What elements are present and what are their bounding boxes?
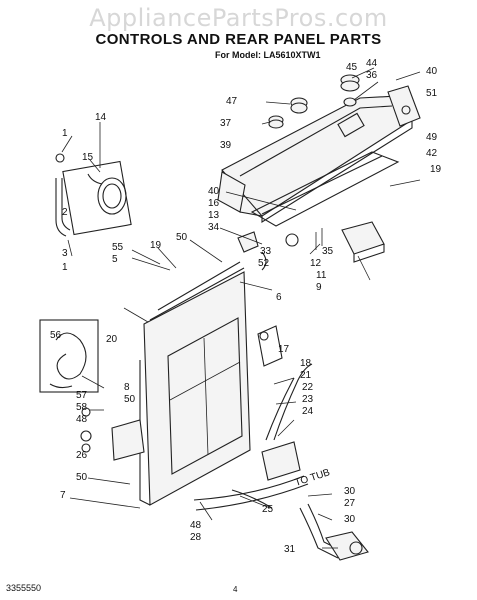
callout-number: 34 [208, 222, 220, 233]
callout-number: 51 [426, 88, 438, 99]
callout-number: 58 [76, 402, 88, 413]
callout-number: 56 [50, 330, 62, 341]
callout-number: 33 [260, 246, 272, 257]
callout-number: 19 [430, 164, 442, 175]
callout-number: 3 [62, 248, 68, 259]
callout-number: 39 [220, 140, 232, 151]
selector-switch [387, 85, 421, 127]
callout-number: 24 [302, 406, 314, 417]
callout-number: 40 [208, 186, 220, 197]
timer [341, 221, 385, 263]
water-inlet-hose [55, 153, 71, 237]
callout-number: 27 [344, 498, 356, 509]
callout-number: 30 [344, 514, 356, 525]
callout-number: 23 [302, 394, 314, 405]
callout-number: 57 [76, 390, 88, 401]
callout-number: 48 [190, 520, 202, 531]
callout-number: 9 [316, 282, 322, 293]
callout-number: 26 [76, 450, 88, 461]
callout-number: 55 [112, 242, 124, 253]
callout-number: 11 [316, 270, 327, 281]
callout-number: 28 [190, 532, 202, 543]
callout-number: 2 [62, 207, 68, 218]
model-subtitle: For Model: LA5610XTW1 [215, 50, 321, 60]
callout-number: 35 [322, 246, 334, 257]
callout-number: 47 [226, 96, 238, 107]
callout-number: 17 [278, 344, 290, 355]
callout-number: 50 [124, 394, 136, 405]
callout-number: 37 [220, 118, 232, 129]
callout-number: 12 [310, 258, 322, 269]
callout-number: 49 [426, 132, 438, 143]
control-knobs [268, 74, 360, 129]
diagram-code: 3355550 [6, 583, 42, 593]
power-cord [62, 160, 132, 236]
pump-assembly [257, 325, 313, 481]
callout-number: 36 [366, 70, 378, 81]
control-console [221, 95, 413, 223]
drain-hose-box [39, 319, 99, 393]
page-number: 4 [233, 585, 238, 594]
callout-number: 25 [262, 504, 274, 515]
callout-number: 31 [284, 544, 296, 555]
callout-number: 16 [208, 198, 220, 209]
callout-number: 48 [76, 414, 88, 425]
rear-panel [139, 261, 251, 506]
console-end-cap [217, 171, 246, 213]
diagram-title: CONTROLS AND REAR PANEL PARTS [95, 31, 382, 48]
callout-number: 13 [208, 210, 220, 221]
site-watermark: AppliancePartsPros.com [89, 4, 388, 32]
callout-number: 18 [300, 358, 312, 369]
callout-number: 42 [426, 148, 438, 159]
callout-number: 1 [62, 128, 68, 139]
leader-lines [61, 67, 421, 549]
callout-number: 8 [124, 382, 130, 393]
left-brackets [80, 407, 145, 461]
callout-number: 15 [82, 152, 94, 163]
callout-number: 22 [302, 382, 314, 393]
callout-number: 5 [112, 254, 118, 265]
callout-number: 50 [76, 472, 88, 483]
callout-number: 30 [344, 486, 356, 497]
callout-number: 7 [60, 490, 66, 501]
callout-number: 20 [106, 334, 118, 345]
callout-number: 45 [346, 62, 358, 73]
console-rear-cover [250, 151, 400, 227]
callout-number: 14 [95, 112, 107, 123]
callout-number: 52 [258, 258, 270, 269]
callout-number: 40 [426, 66, 438, 77]
callout-number: 6 [276, 292, 282, 303]
callout-number: 1 [62, 262, 68, 273]
bottom-hoses [193, 475, 369, 561]
callout-number: 21 [300, 370, 312, 381]
callout-number: 19 [150, 240, 162, 251]
callout-number: 50 [176, 232, 188, 243]
callout-number: 44 [366, 58, 378, 69]
